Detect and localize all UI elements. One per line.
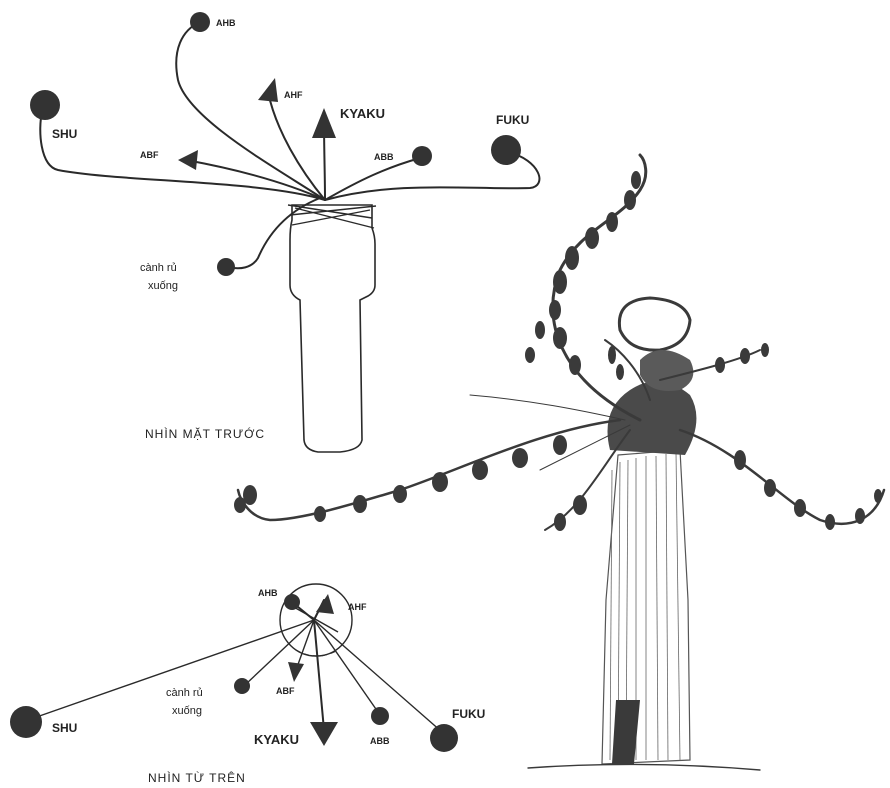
sketch-ground bbox=[528, 764, 760, 770]
front-view-caption: NHÌN MẶT TRƯỚC bbox=[145, 426, 265, 441]
top-abb-dot bbox=[371, 707, 389, 725]
front-abb-dot bbox=[412, 146, 432, 166]
front-label-ahb: AHB bbox=[216, 18, 236, 28]
sketch-bloom-mid bbox=[640, 350, 693, 391]
front-hanging-dot bbox=[217, 258, 235, 276]
top-ahb-dot bbox=[284, 594, 300, 610]
sketch-branch-left-long bbox=[238, 420, 620, 520]
front-label-kyaku: KYAKU bbox=[340, 106, 385, 121]
top-label-abf: ABF bbox=[276, 686, 295, 696]
top-kyaku-arrow bbox=[310, 722, 338, 746]
front-fuku-dot bbox=[491, 135, 521, 165]
front-branch-shu bbox=[40, 112, 325, 200]
sketch-branch-fine bbox=[470, 395, 630, 470]
top-branch-shu bbox=[28, 620, 314, 720]
top-shu-dot bbox=[10, 706, 42, 738]
front-label-hanging-2: xuống bbox=[148, 280, 178, 292]
front-ahf-arrow bbox=[258, 78, 278, 102]
front-abf-arrow bbox=[178, 150, 198, 170]
top-label-ahb: AHB bbox=[258, 588, 278, 598]
top-label-hanging-2: xuống bbox=[172, 705, 202, 717]
top-label-kyaku: KYAKU bbox=[254, 732, 299, 747]
front-shu-dot bbox=[30, 90, 60, 120]
front-ahb-dot bbox=[190, 12, 210, 32]
top-label-ahf: AHF bbox=[348, 602, 367, 612]
top-hanging-dot bbox=[234, 678, 250, 694]
sketch-branch-right bbox=[680, 430, 884, 524]
front-branch-abb bbox=[325, 158, 420, 200]
top-view-caption: NHÌN TỪ TRÊN bbox=[148, 770, 246, 785]
top-label-abb: ABB bbox=[370, 736, 390, 746]
front-label-fuku: FUKU bbox=[496, 113, 529, 127]
front-label-abb: ABB bbox=[374, 152, 394, 162]
top-label-hanging-1: cành rủ bbox=[166, 687, 203, 699]
front-view: AHB AHF KYAKU SHU ABF ABB FUKU cành rủ x… bbox=[30, 12, 539, 452]
front-label-hanging-1: cành rủ bbox=[140, 262, 177, 274]
top-label-shu: SHU bbox=[52, 721, 77, 735]
top-label-fuku: FUKU bbox=[452, 707, 485, 721]
front-label-ahf: AHF bbox=[284, 90, 303, 100]
top-view: AHB AHF ABF SHU KYAKU ABB FUKU cành rủ x… bbox=[10, 584, 485, 785]
front-branch-ahf bbox=[268, 92, 325, 200]
front-kyaku-arrow bbox=[312, 108, 336, 138]
top-fuku-dot bbox=[430, 724, 458, 752]
top-abf-arrow bbox=[288, 662, 304, 682]
front-vase bbox=[290, 205, 375, 452]
sketch-bloom-top bbox=[619, 298, 690, 350]
front-label-shu: SHU bbox=[52, 127, 77, 141]
front-label-abf: ABF bbox=[140, 150, 159, 160]
